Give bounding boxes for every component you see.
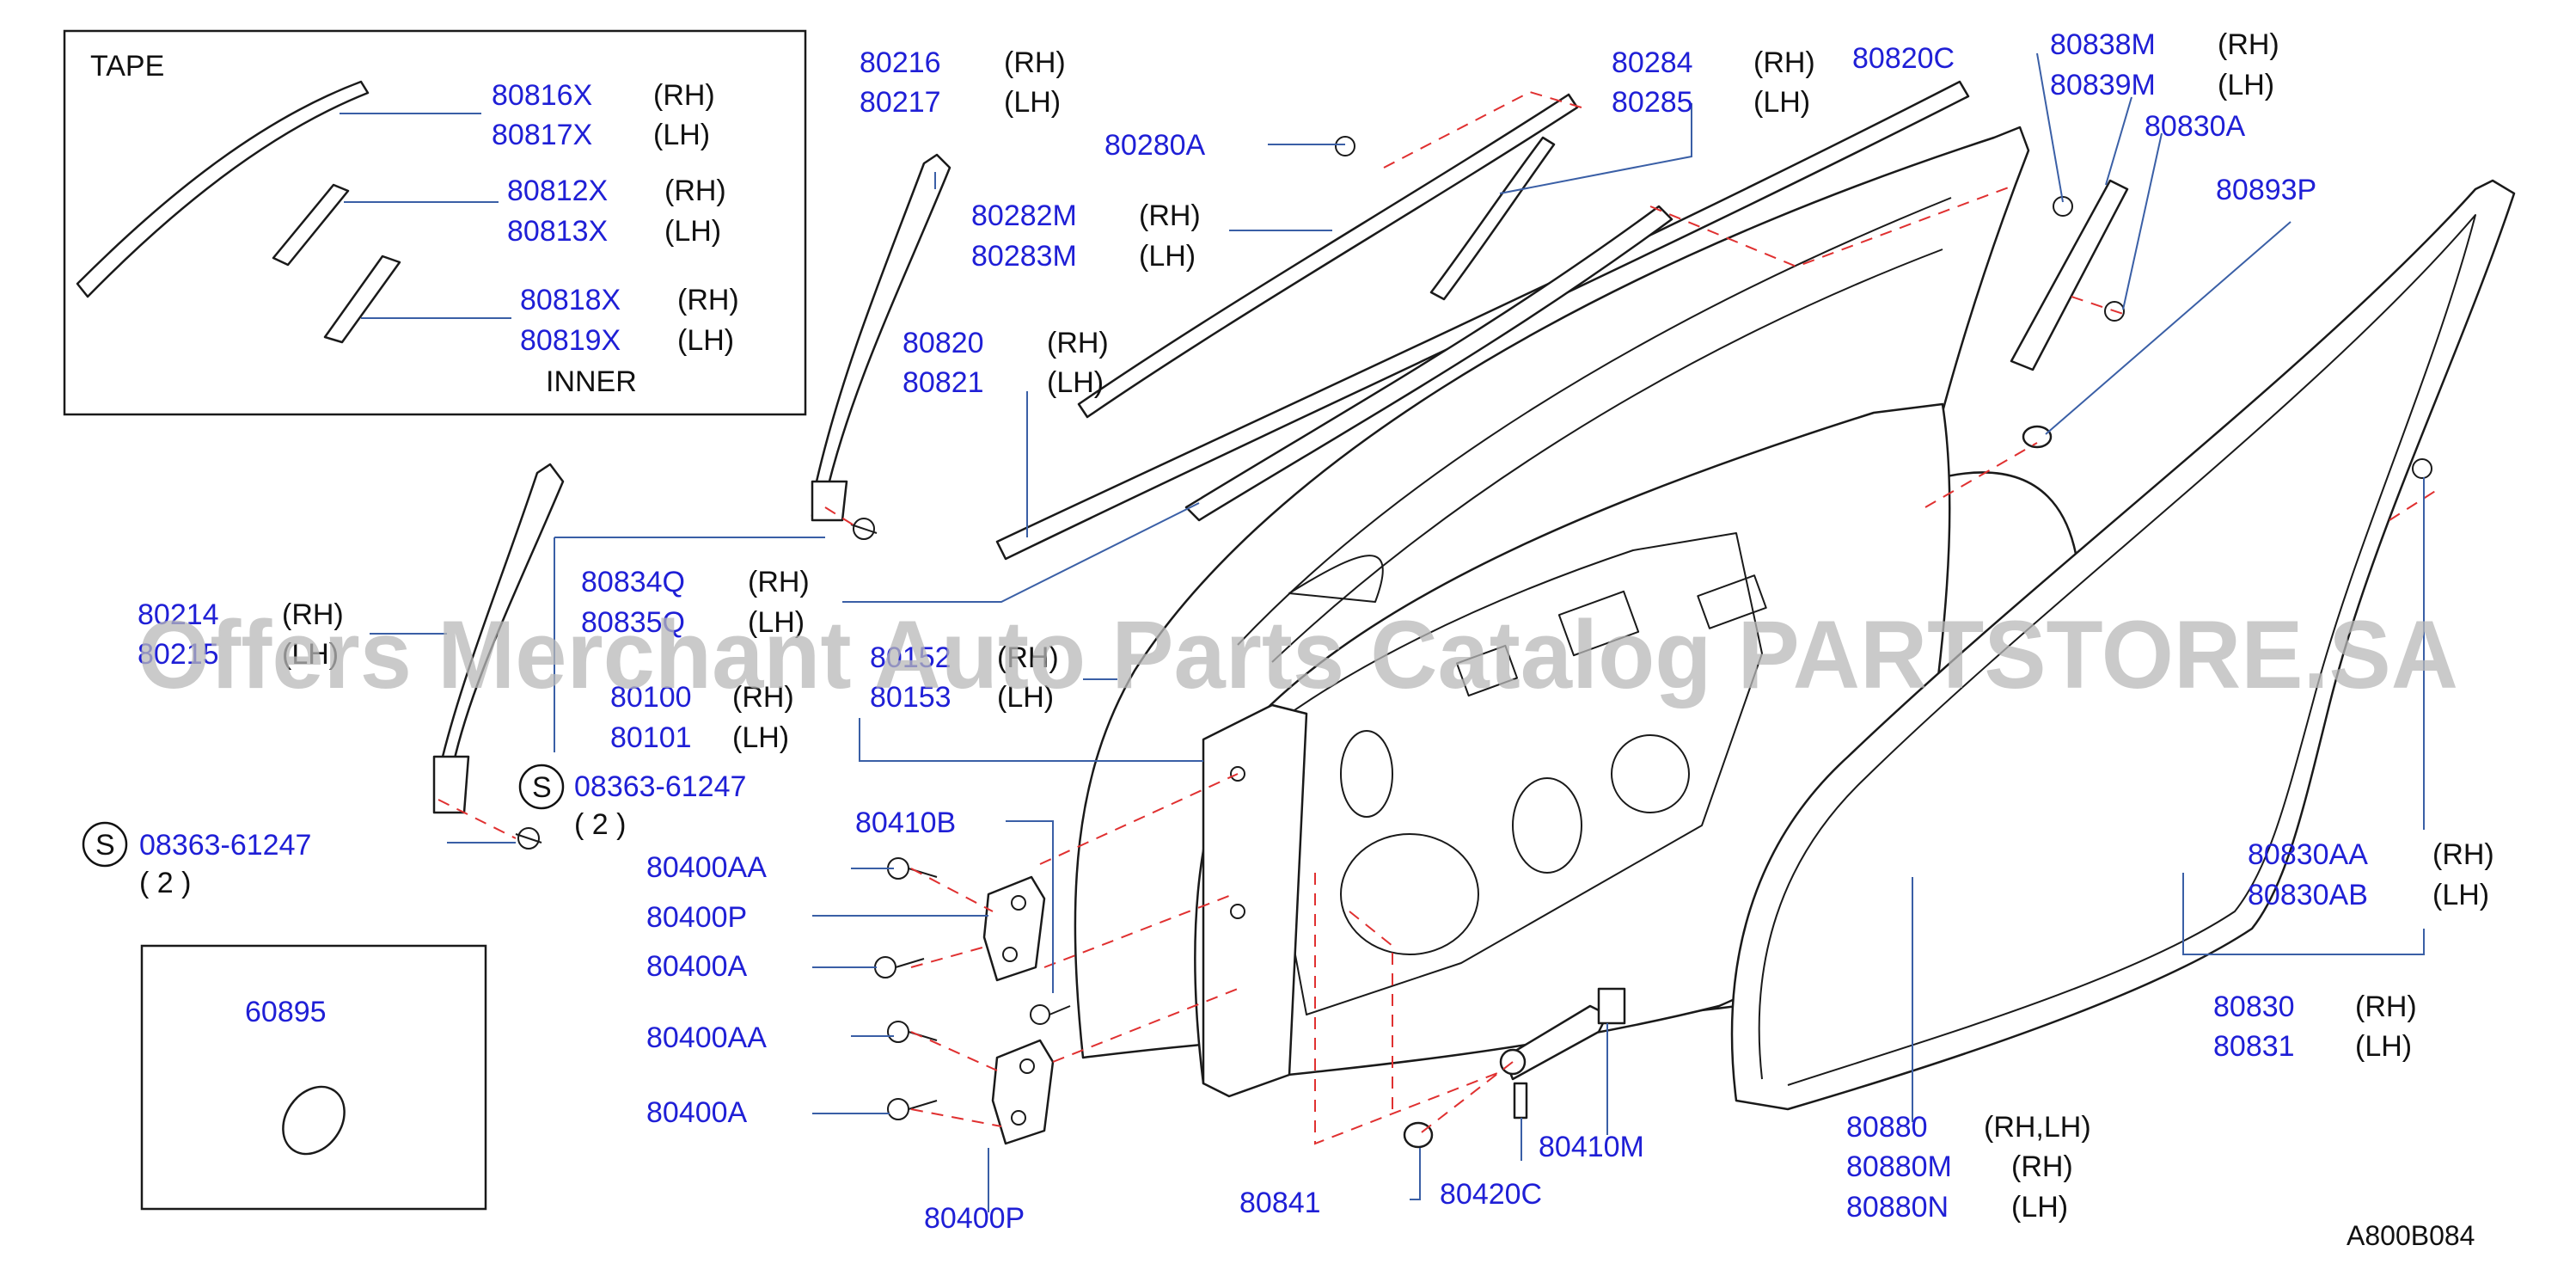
grommet-60895	[282, 1085, 346, 1156]
pn-80101: 80101	[610, 721, 692, 754]
pn-80282m: 80282M	[971, 199, 1077, 232]
pn-80835q: 80835Q	[581, 606, 685, 639]
pn-80400aa-1: 80400AA	[646, 851, 767, 884]
side-80816x: (RH)	[653, 79, 715, 112]
side-80100: (RH)	[732, 681, 794, 714]
side-80838m: (RH)	[2218, 28, 2279, 61]
side-80812x: (RH)	[664, 175, 726, 207]
s-mark-a-letter: S	[532, 771, 552, 804]
qty-08363-b: ( 2 )	[139, 867, 191, 899]
pn-80280a: 80280A	[1104, 129, 1206, 162]
side-80830: (RH)	[2355, 991, 2417, 1023]
pn-80819x: 80819X	[520, 324, 621, 357]
side-80813x: (LH)	[664, 215, 721, 248]
side-80821: (LH)	[1047, 366, 1104, 399]
pn-80839m: 80839M	[2050, 69, 2156, 101]
leader-lines	[340, 52, 2425, 1212]
alignment-lines	[437, 90, 2438, 1145]
pn-08363-a: 08363-61247	[574, 770, 746, 803]
pn-80400p-1: 80400P	[646, 901, 747, 934]
pn-80830a: 80830A	[2145, 110, 2246, 143]
pn-80821: 80821	[903, 366, 984, 399]
s-mark-b	[82, 821, 128, 868]
pn-80152: 80152	[870, 641, 951, 674]
pn-80400p-2: 80400P	[924, 1202, 1025, 1235]
pn-80410b: 80410B	[855, 807, 956, 839]
pn-80410m: 80410M	[1539, 1131, 1644, 1163]
pn-80153: 80153	[870, 681, 951, 714]
pn-80880n: 80880N	[1846, 1191, 1949, 1224]
pn-80214: 80214	[138, 598, 219, 631]
side-80282m: (RH)	[1139, 199, 1201, 232]
side-80830aa: (RH)	[2432, 838, 2494, 871]
qty-08363-a: ( 2 )	[574, 808, 626, 841]
pn-80880m: 80880M	[1846, 1150, 1952, 1183]
side-80820: (RH)	[1047, 327, 1109, 359]
side-80831: (LH)	[2355, 1030, 2412, 1063]
side-80215: (LH)	[282, 638, 339, 671]
pn-80816x: 80816X	[492, 79, 592, 112]
side-80830ab: (LH)	[2432, 879, 2489, 911]
pn-80812x: 80812X	[507, 175, 608, 207]
pn-80893p: 80893P	[2216, 174, 2316, 206]
pn-80400a-2: 80400A	[646, 1096, 748, 1129]
pn-80880: 80880	[1846, 1111, 1928, 1144]
pn-80818x: 80818X	[520, 284, 621, 316]
pn-80817x: 80817X	[492, 119, 592, 151]
pn-80284: 80284	[1612, 46, 1693, 79]
pn-80216: 80216	[860, 46, 941, 79]
tape-inner-label: INNER	[546, 365, 637, 398]
tape-inset-box	[63, 29, 807, 416]
pn-80830: 80830	[2213, 991, 2295, 1023]
pn-80831: 80831	[2213, 1030, 2295, 1063]
pn-80820: 80820	[903, 327, 984, 359]
side-80153: (LH)	[997, 681, 1054, 714]
pn-80283m: 80283M	[971, 240, 1077, 273]
pn-80830aa: 80830AA	[2248, 838, 2368, 871]
pn-08363-b: 08363-61247	[139, 829, 311, 862]
side-80834q: (RH)	[748, 566, 810, 598]
pn-80400a-1: 80400A	[646, 950, 748, 983]
side-80217: (LH)	[1004, 86, 1061, 119]
pn-80420c: 80420C	[1440, 1178, 1542, 1211]
pn-80830ab: 80830AB	[2248, 879, 2368, 911]
side-80880: (RH,LH)	[1984, 1111, 2091, 1144]
pn-80100: 80100	[610, 681, 692, 714]
pn-80834q: 80834Q	[581, 566, 685, 598]
pn-60895: 60895	[245, 996, 327, 1028]
side-80835q: (LH)	[748, 606, 805, 639]
s-mark-b-letter: S	[95, 829, 115, 862]
tape-strips	[76, 80, 401, 344]
grommet-inset-box	[140, 944, 487, 1211]
pn-80820c: 80820C	[1852, 42, 1955, 75]
diagram-code: A800B084	[2347, 1220, 2475, 1251]
weatherstrip	[1730, 179, 2516, 1111]
watermark: Offers Merchant Auto Parts Catalog PARTS…	[138, 601, 2458, 709]
side-80101: (LH)	[732, 721, 789, 754]
tape-title: TAPE	[90, 50, 164, 83]
side-80283m: (LH)	[1139, 240, 1196, 273]
side-80214: (RH)	[282, 598, 344, 631]
s-mark-a	[518, 764, 565, 810]
side-80839m: (LH)	[2218, 69, 2274, 101]
side-80880n: (LH)	[2011, 1191, 2068, 1224]
side-80817x: (LH)	[653, 119, 710, 151]
small-parts	[282, 136, 2432, 1156]
side-80819x: (LH)	[677, 324, 734, 357]
pn-80217: 80217	[860, 86, 941, 119]
pn-80400aa-2: 80400AA	[646, 1021, 767, 1054]
sash-moldings	[432, 80, 1970, 814]
side-80152: (RH)	[997, 641, 1059, 674]
pn-80813x: 80813X	[507, 215, 608, 248]
pn-80841: 80841	[1239, 1187, 1321, 1219]
side-80880m: (RH)	[2011, 1150, 2073, 1183]
pn-80285: 80285	[1612, 86, 1693, 119]
side-80818x: (RH)	[677, 284, 739, 316]
pn-80838m: 80838M	[2050, 28, 2156, 61]
pn-80215: 80215	[138, 638, 219, 671]
side-80285: (LH)	[1753, 86, 1810, 119]
side-80284: (RH)	[1753, 46, 1815, 79]
side-80216: (RH)	[1004, 46, 1066, 79]
